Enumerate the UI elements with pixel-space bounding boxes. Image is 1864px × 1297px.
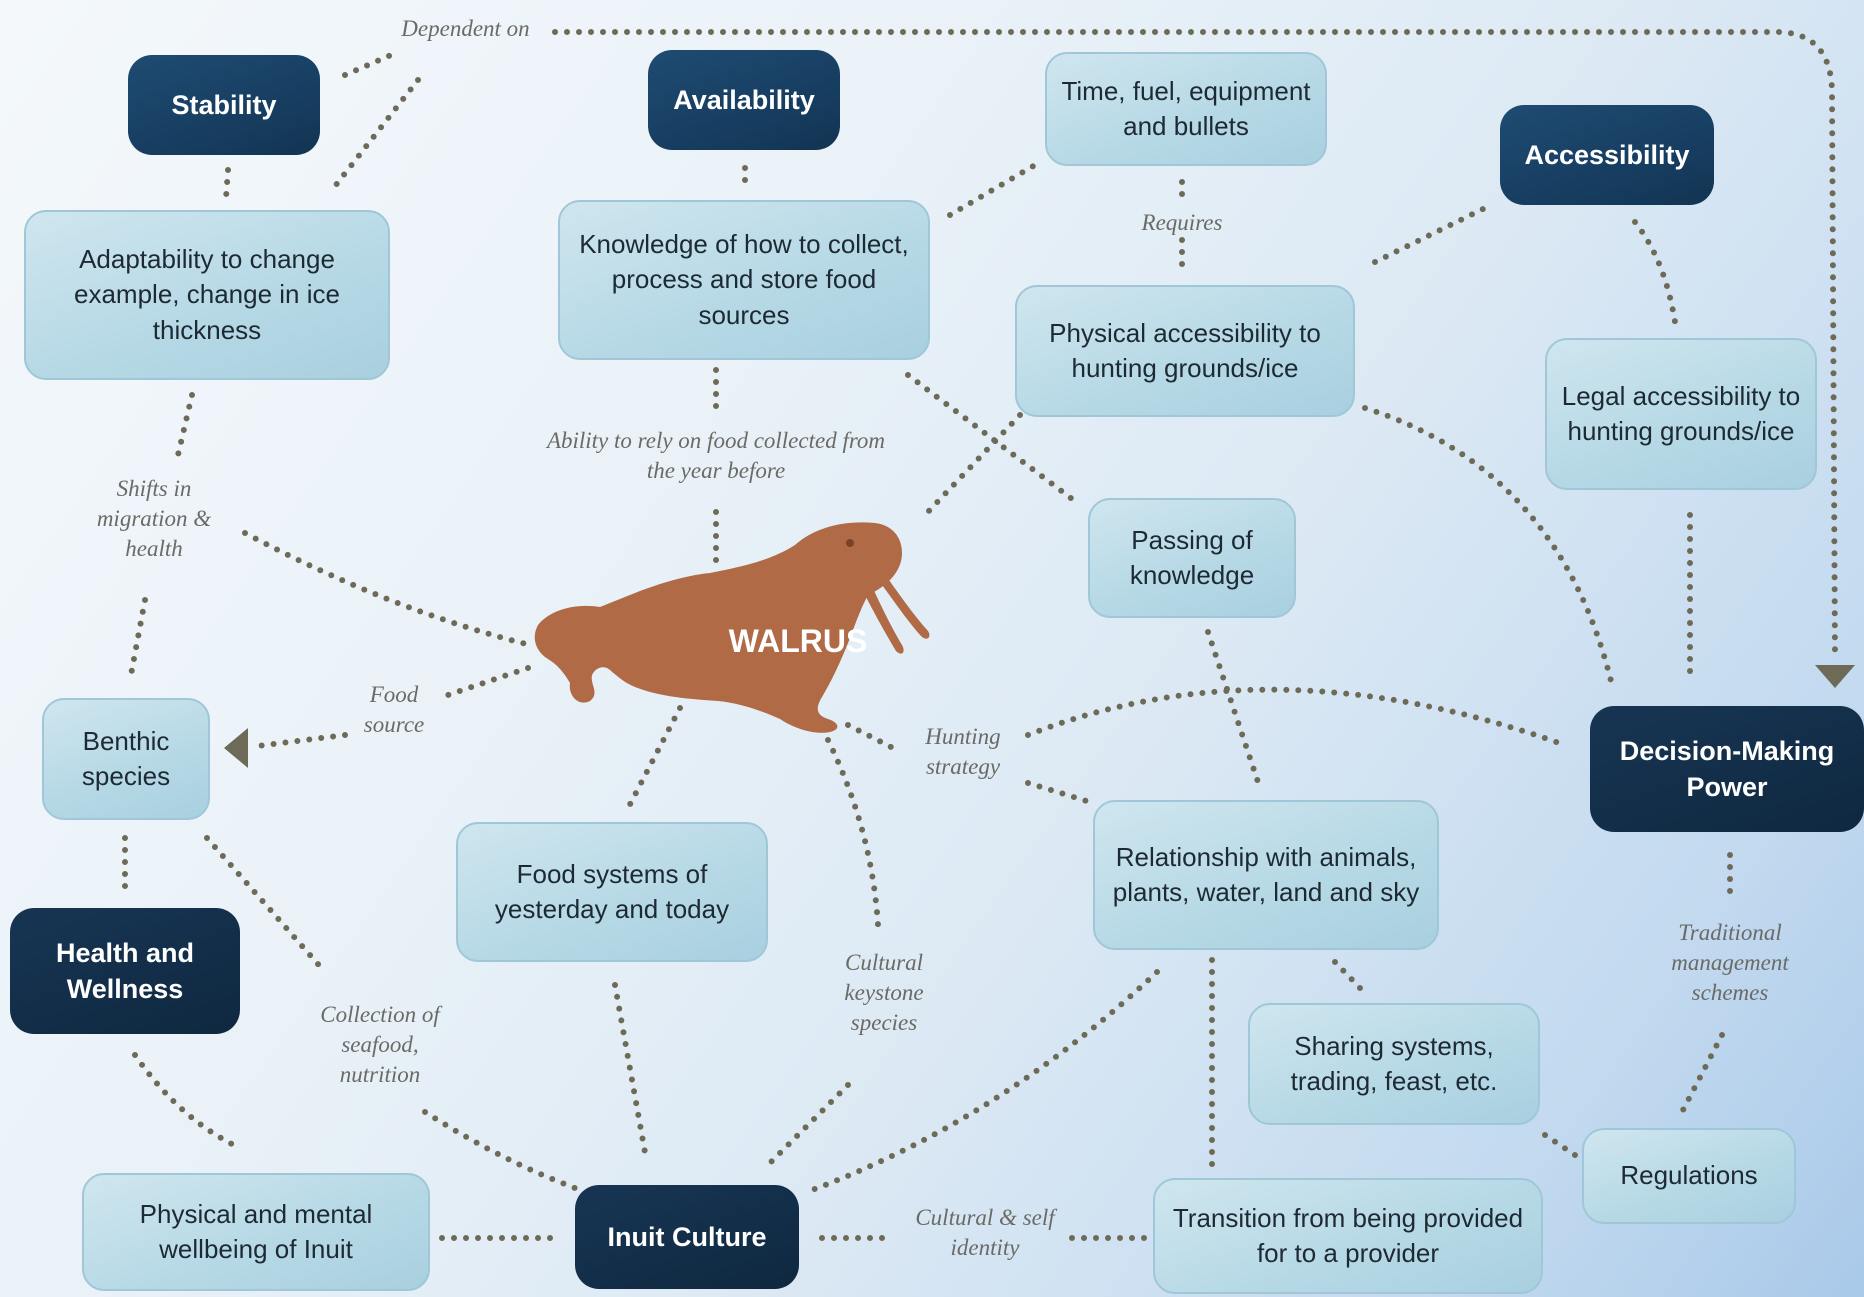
node-accessibility: Accessibility xyxy=(1500,105,1714,205)
connector xyxy=(342,49,401,78)
node-time-fuel: Time, fuel, equipment and bullets xyxy=(1045,52,1327,166)
node-decision: Decision-Making Power xyxy=(1590,706,1864,832)
connector xyxy=(1025,686,1565,747)
node-sharing: Sharing systems, trading, feast, etc. xyxy=(1248,1003,1540,1125)
arrowhead-left xyxy=(224,728,248,768)
connector xyxy=(127,597,148,683)
arrowhead-down xyxy=(1815,665,1855,688)
label-traditional: Traditional management schemes xyxy=(1671,920,1789,1005)
connector xyxy=(1025,780,1093,805)
connector xyxy=(422,1109,578,1191)
connector xyxy=(223,167,231,201)
label-cultural-identity: Cultural & self identity xyxy=(915,1205,1055,1260)
connector xyxy=(255,732,348,749)
label-collection: Collection of seafood, nutrition xyxy=(320,1002,440,1087)
connector xyxy=(922,412,1023,518)
node-knowledge: Knowledge of how to collect, process and… xyxy=(558,200,930,360)
connector xyxy=(825,737,881,928)
connector xyxy=(1542,1132,1578,1158)
label-dependent-on: Dependent on xyxy=(401,16,530,41)
node-transition: Transition from being provided for to a … xyxy=(1153,1178,1543,1294)
node-stability: Stability xyxy=(128,55,320,155)
connector xyxy=(1332,959,1363,991)
node-adaptability: Adaptability to change example, change i… xyxy=(24,210,390,380)
label-hunting-strategy: Hunting strategy xyxy=(925,724,1001,779)
walrus-illustration: WALRUS xyxy=(530,515,950,735)
node-food-systems: Food systems of yesterday and today xyxy=(456,822,768,962)
connector xyxy=(809,969,1160,1193)
node-legal-access: Legal accessibility to hunting grounds/i… xyxy=(1545,338,1817,490)
node-benthic: Benthic species xyxy=(42,698,210,820)
connector xyxy=(242,530,533,648)
node-wellbeing: Physical and mental wellbeing of Inuit xyxy=(82,1173,430,1291)
connector xyxy=(1372,205,1488,265)
label-food-source: Food source xyxy=(363,682,425,737)
connector xyxy=(845,722,896,751)
connector xyxy=(1632,219,1678,325)
node-passing: Passing of knowledge xyxy=(1088,498,1296,618)
connector xyxy=(623,705,683,815)
connector xyxy=(765,1082,851,1168)
walrus-silhouette xyxy=(534,522,930,733)
connector xyxy=(1362,405,1615,688)
connector xyxy=(175,392,195,458)
label-cultural-keystone: Cultural keystone species xyxy=(844,950,924,1035)
connector xyxy=(1679,1032,1725,1115)
label-ability-rely: Ability to rely on food collected from t… xyxy=(546,428,886,483)
connector xyxy=(612,982,649,1161)
walrus-label: WALRUS xyxy=(728,623,868,659)
connector xyxy=(1205,629,1263,791)
connector xyxy=(442,665,531,699)
label-shifts: Shifts in migration & health xyxy=(96,476,212,561)
node-inuit-culture: Inuit Culture xyxy=(575,1185,799,1289)
node-regulations: Regulations xyxy=(1582,1128,1796,1224)
connector xyxy=(132,1052,243,1151)
connector xyxy=(552,29,1838,663)
connector xyxy=(947,162,1038,218)
node-relationship: Relationship with animals, plants, water… xyxy=(1093,800,1439,950)
node-health: Health and Wellness xyxy=(10,908,240,1034)
connector xyxy=(329,77,421,193)
label-requires: Requires xyxy=(1141,210,1223,235)
node-availability: Availability xyxy=(648,50,840,150)
node-physical-access: Physical accessibility to hunting ground… xyxy=(1015,285,1355,417)
